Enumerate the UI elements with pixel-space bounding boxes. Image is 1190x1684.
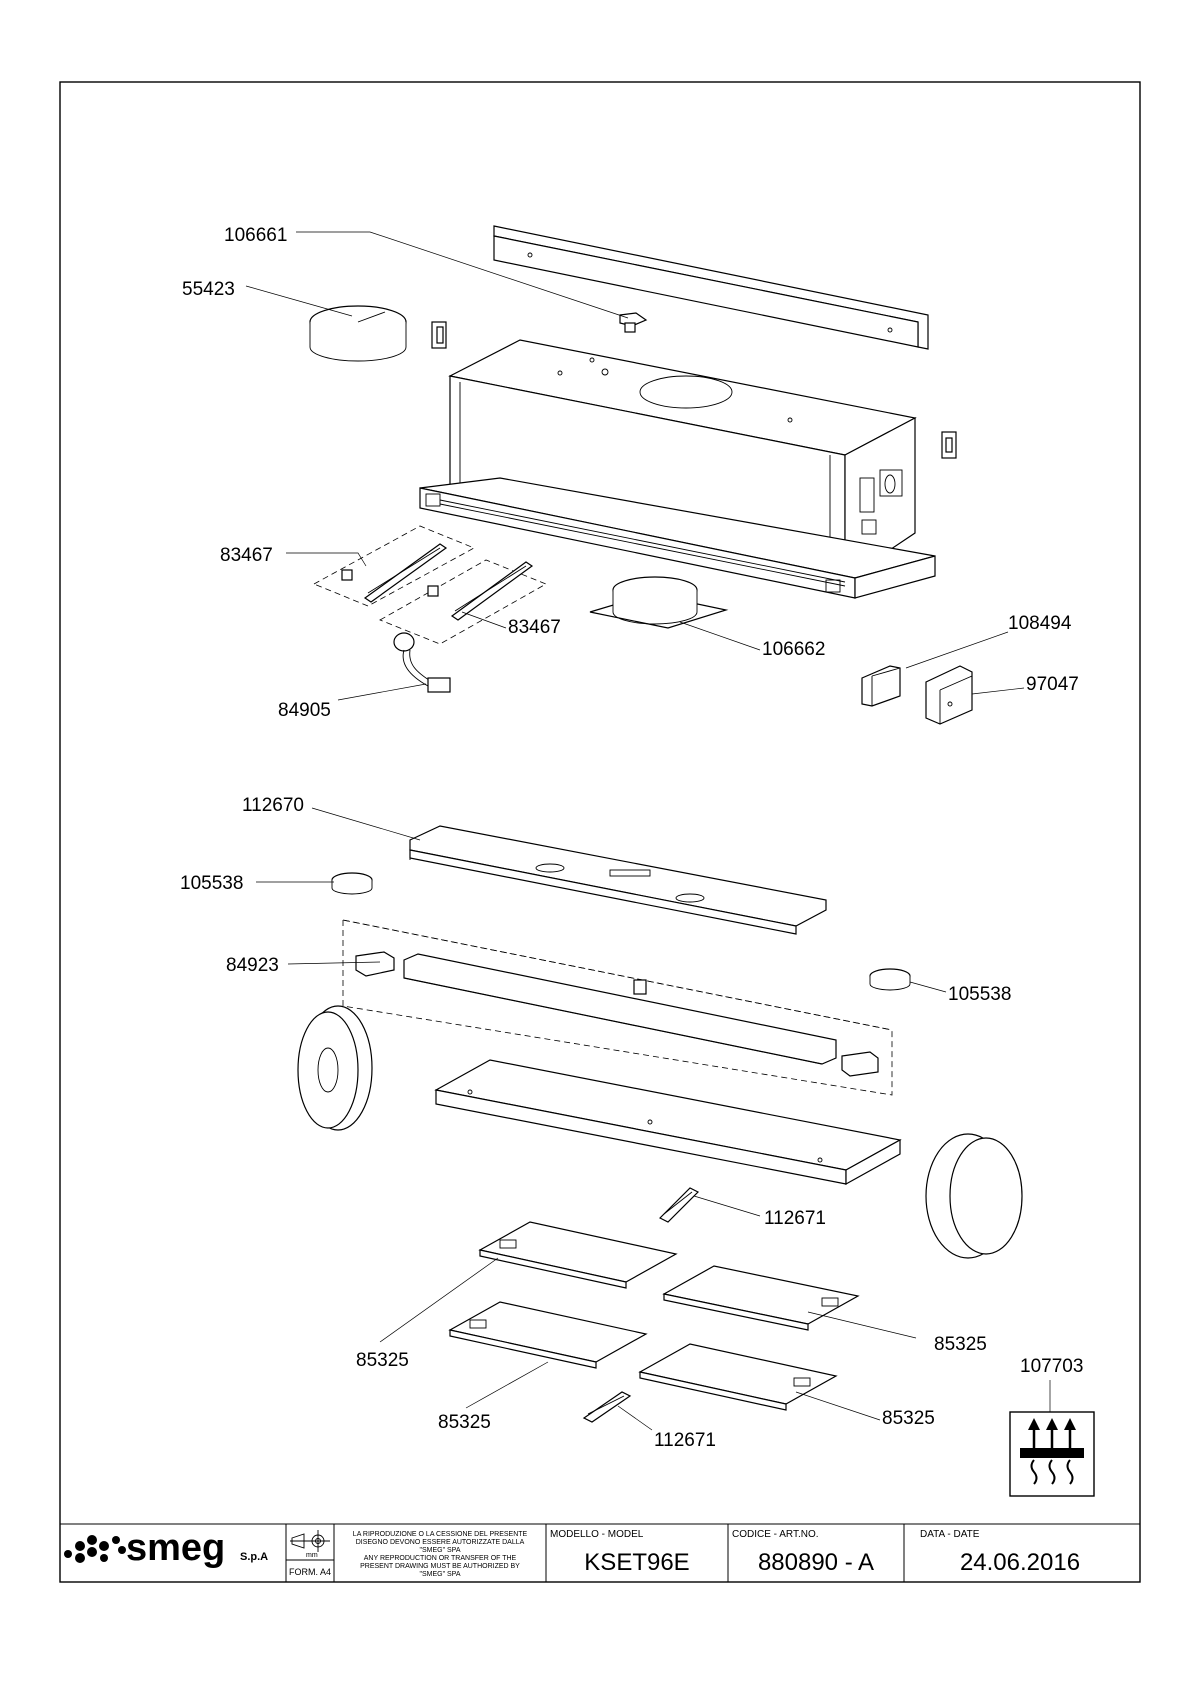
- date-value: 24.06.2016: [960, 1549, 1080, 1576]
- drawing-frame: [59, 81, 1141, 1583]
- knob-105538-left: [331, 872, 373, 895]
- notice-en-line-2: PRESENT DRAWING MUST BE AUTHORIZED BY: [360, 1563, 520, 1570]
- model-label: MODELLO - MODEL: [550, 1529, 644, 1540]
- heat-warning-symbol: [1009, 1411, 1095, 1497]
- callout-107703: 107703: [1020, 1356, 1083, 1377]
- filter-panel-85325-b: [662, 1265, 860, 1331]
- notice-en-line-3: "SMEG" SPA: [419, 1571, 460, 1578]
- notice-it-line-3: "SMEG" SPA: [419, 1547, 460, 1554]
- callouts: 106661 55423 83467 83467 106662 108494 9…: [180, 225, 1083, 1451]
- filter-panel-85325-c: [448, 1301, 648, 1369]
- light-rails-83467: [313, 525, 547, 645]
- callout-85325-d: 85325: [882, 1408, 935, 1429]
- callout-112670: 112670: [242, 795, 304, 816]
- callout-85325-c: 85325: [438, 1412, 491, 1433]
- notice-en-line-1: ANY REPRODUCTION OR TRANSFER OF THE: [364, 1555, 517, 1562]
- title-block: smeg S.p.A mm FORM. A4 LA RIPRODUZIONE O…: [60, 1523, 1140, 1582]
- callout-112671-b: 112671: [654, 1430, 716, 1451]
- slide-112671-lower: [582, 1391, 632, 1423]
- duct-ring-55423: [309, 305, 407, 362]
- round-filter-right: [925, 1133, 1023, 1259]
- clip-106661: [619, 312, 648, 333]
- callout-83467-b: 83467: [508, 617, 561, 638]
- hood-body: [419, 339, 936, 599]
- notice-it-line-1: LA RIPRODUZIONE O LA CESSIONE DEL PRESEN…: [353, 1531, 528, 1538]
- round-filter-left: [297, 1005, 373, 1131]
- cover-108494: [861, 665, 901, 707]
- filter-panel-85325-d: [638, 1343, 838, 1411]
- upper-assembly: [309, 225, 973, 725]
- brand-suffix: S.p.A: [240, 1551, 268, 1563]
- front-bar-84923: [342, 919, 893, 1096]
- date-label: DATA - DATE: [920, 1529, 980, 1540]
- smeg-logo: smeg S.p.A: [64, 1527, 268, 1569]
- callout-105538-a: 105538: [180, 873, 243, 894]
- callout-84923: 84923: [226, 955, 279, 976]
- lower-assembly: [297, 825, 1023, 1423]
- cable-84905: [393, 632, 451, 693]
- brand-name: smeg: [126, 1527, 225, 1569]
- side-bracket-right: [941, 431, 957, 459]
- format-label: FORM. A4: [289, 1567, 331, 1577]
- lower-tray: [434, 1059, 902, 1186]
- callout-112671-a: 112671: [764, 1208, 826, 1229]
- unit-label: mm: [306, 1552, 318, 1559]
- callout-84905: 84905: [278, 700, 331, 721]
- callout-85325-b: 85325: [934, 1334, 987, 1355]
- mounting-rail: [493, 225, 929, 350]
- callout-105538-b: 105538: [948, 984, 1011, 1005]
- leader-lines: [245, 231, 1051, 1431]
- board-97047: [925, 665, 973, 725]
- slide-112671-upper: [658, 1187, 700, 1223]
- callout-55423: 55423: [182, 279, 235, 300]
- callout-108494: 108494: [1008, 613, 1072, 634]
- callout-85325-a: 85325: [356, 1350, 409, 1371]
- model-value: KSET96E: [584, 1549, 689, 1576]
- notice-it-line-2: DISEGNO DEVONO ESSERE AUTORIZZATE DALLA: [356, 1539, 525, 1546]
- code-value: 880890 - A: [758, 1549, 874, 1576]
- side-bracket-left: [431, 321, 447, 349]
- filter-panel-85325-a: [478, 1221, 678, 1289]
- callout-83467-a: 83467: [220, 545, 273, 566]
- code-label: CODICE - ART.NO.: [732, 1529, 819, 1540]
- projection-symbol: mm: [290, 1530, 330, 1559]
- rail-112670: [409, 825, 827, 935]
- knob-105538-right: [869, 968, 911, 991]
- duct-collar-106662: [589, 576, 729, 629]
- callout-106662: 106662: [762, 639, 825, 660]
- callout-97047: 97047: [1026, 674, 1079, 695]
- callout-106661: 106661: [224, 225, 287, 246]
